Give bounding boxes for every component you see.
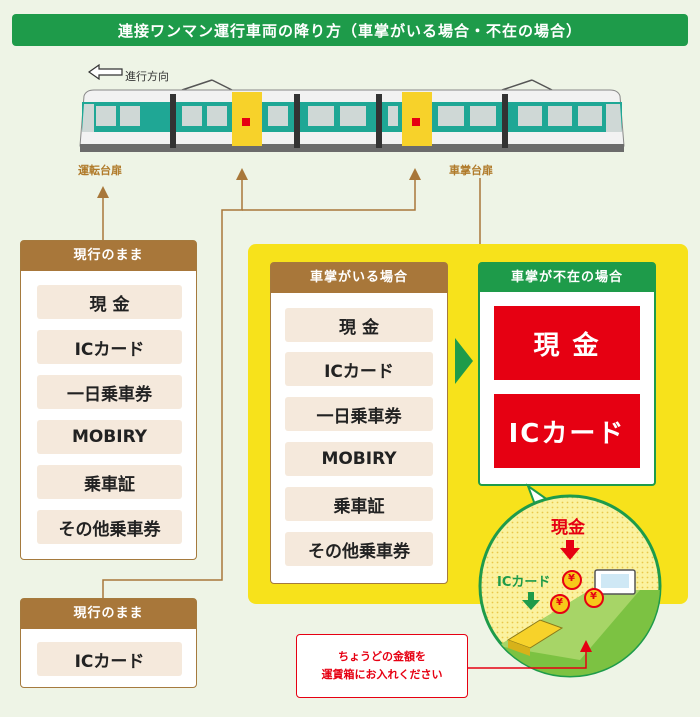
yen-symbol-1: ¥ [568, 573, 575, 584]
conductor-door-label: 車掌台扉 [449, 164, 493, 177]
present-item-other-tickets: その他乗車券 [285, 532, 433, 566]
present-item-one-day-pass: 一日乗車券 [285, 397, 433, 431]
left-item-ic-card: ICカード [37, 330, 182, 364]
left-current-box-header: 現行のまま [21, 241, 196, 271]
absent-item-cash: 現 金 [494, 306, 640, 380]
left-item-pass: 乗車証 [37, 465, 182, 499]
left-bottom-box-header: 現行のまま [21, 599, 196, 629]
tram-illustration [79, 79, 625, 152]
present-item-mobiry: MOBIRY [285, 442, 433, 476]
direction-arrow-icon [88, 64, 123, 80]
cash-label: 現金 [551, 518, 585, 538]
direction-label: 進行方向 [125, 70, 169, 83]
yen-symbol-3: ¥ [590, 591, 597, 602]
left-item-other-tickets: その他乗車券 [37, 510, 182, 544]
fare-note: ちょうどの金額を 運賃箱にお入れください [296, 634, 468, 698]
driver-door-label: 運転台扉 [78, 164, 122, 177]
present-item-cash: 現 金 [285, 308, 433, 342]
ic-card-label: ICカード [497, 575, 551, 590]
left-item-mobiry: MOBIRY [37, 420, 182, 454]
present-item-ic-card: ICカード [285, 352, 433, 386]
yen-symbol-2: ¥ [556, 597, 563, 608]
conductor-absent-header: 車掌が不在の場合 [480, 264, 654, 292]
fare-note-line1: ちょうどの金額を [338, 650, 426, 663]
fare-note-line2: 運賃箱にお入れください [321, 668, 443, 681]
left-item-cash: 現 金 [37, 285, 182, 319]
arrow-right-icon [455, 338, 473, 384]
left-bottom-item-ic-card: ICカード [37, 642, 182, 676]
left-item-one-day-pass: 一日乗車券 [37, 375, 182, 409]
yen-coin-icon [550, 570, 604, 614]
present-item-pass: 乗車証 [285, 487, 433, 521]
page-title: 連接ワンマン運行車両の降り方（車掌がいる場合・不在の場合） [12, 14, 688, 46]
absent-item-ic-card: ICカード [494, 394, 640, 468]
conductor-present-header: 車掌がいる場合 [271, 263, 447, 293]
